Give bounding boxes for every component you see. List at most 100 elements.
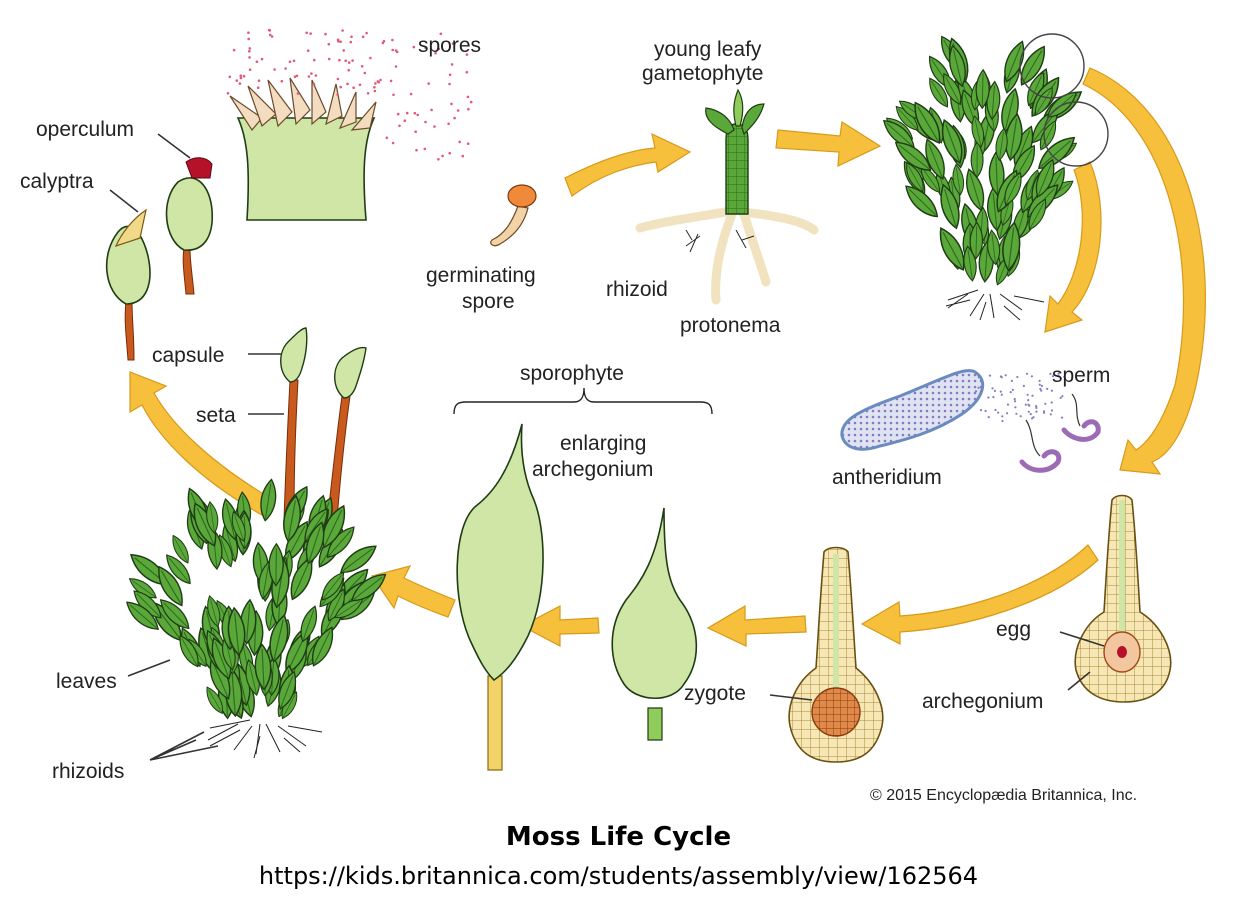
sperm-dot [1013,397,1016,401]
spore-dot [392,93,395,97]
sperm-dot [993,389,997,392]
spore-dot [228,75,232,79]
spore-dot [351,59,354,62]
sperm-dot [1035,410,1038,413]
label-young-leafy: young leafy [654,38,762,61]
spore-dot [366,92,370,95]
label-capsule: capsule [152,344,224,367]
spore-dot [346,82,349,86]
sperm-dot [1006,403,1010,406]
sperm-dot [1049,372,1052,375]
mature-rhizoids [945,289,1045,321]
label-sporophyte: sporophyte [520,362,624,385]
spore-dot [376,80,380,83]
spore-dot [226,92,230,95]
sperm-dot [997,411,1000,414]
sperm-dot [1016,375,1019,379]
spore-dot [361,35,365,39]
arrow-enlarging-to-sporophyte [520,605,600,647]
arrow-zygote-to-enlarging [706,604,807,647]
sperm-dot [1001,419,1004,423]
spore-dot [373,86,376,89]
spore-dot [347,61,351,64]
spore-dot [448,151,452,155]
spore-dot [379,78,382,82]
spore-dot [469,100,473,104]
antheridium-illustration [840,369,1101,473]
enlarging-archegonium [611,507,698,741]
spore-dot [338,58,341,62]
spore-dot [307,75,311,78]
spore-dot [341,29,344,32]
spore-dot [439,32,443,36]
sperm-dot [1004,374,1007,377]
spore-dot [416,113,420,117]
sperm-dot [1014,406,1017,409]
spore-dot [424,46,427,50]
archegonium-with-egg [1074,494,1172,703]
spore-dot [465,53,469,56]
label-protonema: protonema [680,314,781,337]
spore-dot [268,33,272,37]
spore-dot [414,130,418,133]
sperm-dot [980,386,984,389]
spore-dot [369,56,372,60]
sperm-dot [1022,384,1025,388]
spore-dot [248,49,251,53]
label-leaves: leaves [56,670,117,693]
spore-dot [248,47,252,50]
sperm-dot [1050,401,1053,404]
spore-dot [256,86,260,89]
label-sperm: sperm [1052,364,1110,387]
spore-dot [467,107,470,111]
sperm-dot [1031,417,1034,420]
spore-dot [305,31,309,35]
spore-dot [292,59,296,63]
spore-dot [391,48,395,52]
sperm-dot [1038,383,1041,386]
spore-dot [453,116,456,120]
label-enlarging-archegonium: archegonium [532,458,653,481]
diagram-labels: spores young leafy gametophyte operculum… [20,34,1137,804]
sperm-dot [1031,394,1034,397]
spore-dot [350,35,353,39]
spore-dot [395,50,399,54]
germinating-spore [490,184,537,247]
sperm-dot [1040,389,1043,392]
label-enlarging: enlarging [560,432,646,455]
spore-dot [365,31,368,35]
sperm-dot [1046,387,1049,390]
sperm-dot [1024,403,1027,406]
spore-dot [327,42,331,46]
spore-dot [314,74,318,77]
spore-dot [239,74,242,77]
sperm-dot [1057,372,1060,375]
archegonium-with-zygote [788,546,884,763]
sperm-dot [1015,412,1018,415]
sperm-dot [1035,405,1038,408]
spore-dot [448,73,452,77]
label-archegonium: archegonium [922,690,1043,713]
spore-dot [374,82,377,85]
spore-dot [238,82,242,85]
spore-dot [309,32,312,35]
label-zygote: zygote [684,682,746,705]
sperm-dot [1044,402,1047,405]
arrow-archegonium-to-zygote [860,544,1099,645]
spore-dot [337,39,340,43]
capsule-with-operculum [165,157,214,295]
plant-rhizoids [207,719,323,759]
spore-dot [430,108,433,112]
spore-dot [247,37,250,41]
spore-dot [447,122,450,126]
spore-dot [413,111,417,115]
mature-gametophyte [878,32,1109,321]
spore-dot [306,49,310,52]
sperm-dot [1035,406,1038,409]
spore-dot [248,56,251,59]
spore-dot [385,136,389,140]
sperm-dot [1040,384,1043,387]
spore-dot [437,158,440,161]
sperm-dot [1051,375,1055,378]
spore-dot [242,74,246,78]
